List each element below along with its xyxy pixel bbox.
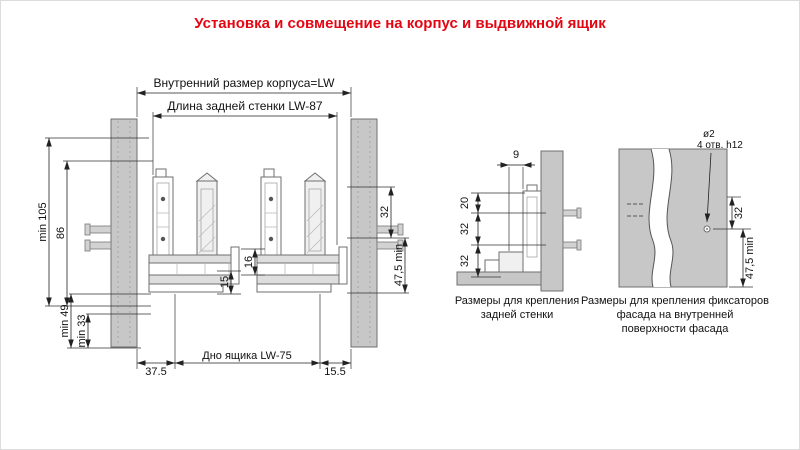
dim-min49: min 49 [59, 304, 71, 337]
dim-16: 16 [243, 256, 255, 268]
dowel-right-top [376, 223, 404, 236]
dim-9: 9 [513, 149, 519, 161]
back-wall-dowel-bottom [562, 239, 582, 251]
dim-15: 15 [219, 276, 231, 288]
page-title: Установка и совмещение на корпус и выдви… [194, 15, 606, 32]
back-wall-dowel-top [562, 207, 582, 219]
dim-20: 20 [459, 197, 471, 209]
back-wall-caption-line2: задней стенки [481, 309, 554, 321]
slide-unit-left [148, 168, 240, 293]
dim-inner-width-label: Внутренний размер корпуса=LW [153, 76, 335, 90]
back-wall-diagram: 9 20 32 32 Размеры для крепления задней … [455, 149, 582, 321]
cabinet-left-panel [110, 118, 138, 348]
main-diagram: Внутренний размер корпуса=LW Длина задне… [37, 76, 409, 378]
dimension-lines [46, 90, 408, 366]
dowel-left-top [84, 223, 112, 236]
back-wall-caption-line1: Размеры для крепления [455, 295, 579, 307]
facade-caption-line3: поверхности фасада [622, 323, 730, 335]
dim-min33: min 33 [76, 314, 88, 347]
dim-86: 86 [55, 227, 67, 239]
dim-375: 37.5 [145, 366, 166, 378]
cabinet-right-panel [350, 118, 378, 348]
hole-count-label: 4 отв. h12 [697, 140, 743, 151]
dowel-left-bottom [84, 239, 112, 252]
hole-leader-line [704, 152, 712, 223]
back-wall-panel [540, 150, 564, 292]
dim-32-facade: 32 [733, 207, 745, 219]
dim-475-facade: 47,5 min [744, 237, 756, 279]
dim-32b: 32 [459, 255, 471, 267]
extension-lines [45, 87, 409, 369]
facade-diagram: ø2 4 отв. h12 32 47,5 min Размеры для кр… [581, 129, 769, 335]
slide-unit-right [256, 168, 348, 293]
dim-155: 15.5 [324, 366, 345, 378]
dim-32-main: 32 [379, 206, 391, 218]
dim-min105: min 105 [37, 202, 49, 241]
dim-back-length-label: Длина задней стенки LW-87 [167, 99, 322, 113]
dim-bottom-label: Дно ящика LW-75 [202, 350, 291, 362]
hole-diameter-label: ø2 [703, 129, 715, 140]
dim-475-main: 47,5 min [393, 244, 405, 286]
facade-caption-line1: Размеры для крепления фиксаторов [581, 295, 769, 307]
drawer-bottom-section [456, 271, 542, 286]
facade-caption-line2: фасада на внутренней [617, 309, 734, 321]
facade-panel [618, 148, 728, 288]
dim-32a: 32 [459, 223, 471, 235]
